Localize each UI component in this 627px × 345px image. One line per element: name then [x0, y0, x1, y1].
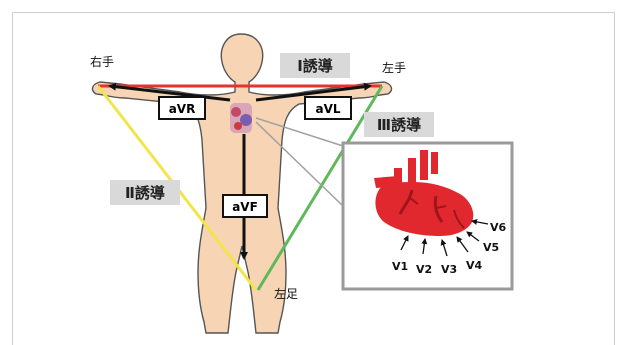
lead-2-chip: Ⅱ誘導	[110, 180, 180, 205]
right-hand-label: 右手	[90, 54, 114, 69]
v5-label: V5	[483, 241, 499, 254]
body-heart-icon	[230, 103, 252, 133]
left-hand-label: 左手	[382, 60, 406, 75]
v1-label: V1	[392, 260, 408, 273]
lead-3-chip: Ⅲ誘導	[364, 112, 434, 137]
lead-1-chip: Ⅰ誘導	[280, 53, 350, 78]
lead-3-label: Ⅲ誘導	[377, 116, 421, 134]
avf-label: aVF	[232, 200, 258, 214]
avf-box: aVF	[223, 195, 267, 217]
lead-2-label: Ⅱ誘導	[125, 184, 165, 202]
avr-box: aVR	[159, 97, 205, 119]
v4-label: V4	[466, 259, 483, 272]
left-foot-label: 左足	[274, 286, 298, 301]
lead-1-label: Ⅰ誘導	[297, 57, 333, 75]
avl-label: aVL	[315, 102, 340, 116]
v2-label: V2	[416, 263, 432, 276]
avl-box: aVL	[305, 97, 351, 119]
v6-label: V6	[490, 221, 507, 234]
avr-label: aVR	[169, 102, 196, 116]
v3-label: V3	[441, 263, 457, 276]
